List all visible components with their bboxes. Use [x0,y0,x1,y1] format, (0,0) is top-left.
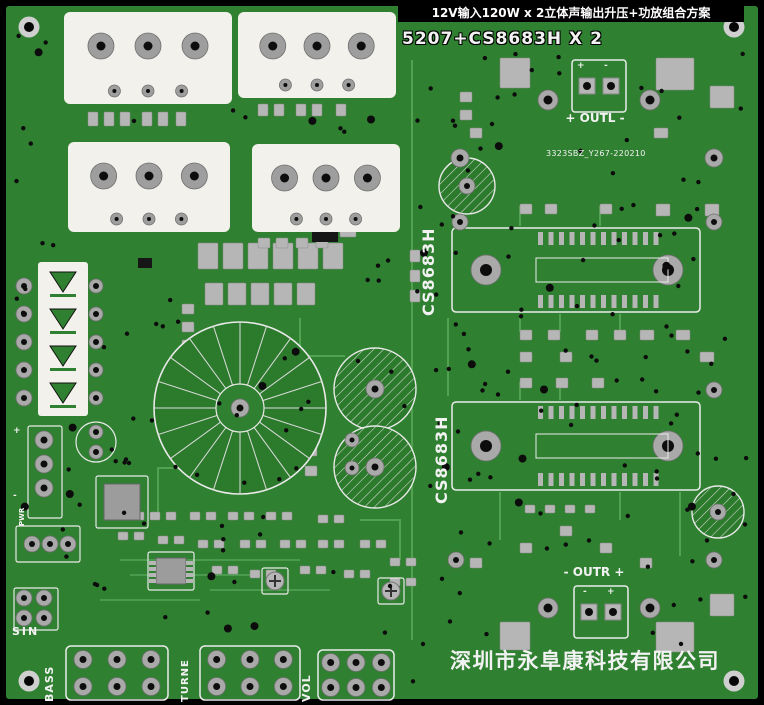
outl-terminal [571,59,627,113]
board-serial-number: 3323SBZ_Y267-220210 [546,149,646,158]
silkscreen-outlines [13,425,405,631]
ic2-label: CS8683H [432,415,451,504]
relay-connector-blocks [64,12,400,232]
outr-minus-mark: - [583,587,587,597]
outr-terminal [573,585,629,639]
sin-label: SIN [12,625,40,638]
outr-connector-label: - OUTR + [563,565,625,579]
mounting-holes [18,16,745,692]
board-title-silkscreen: 12V输入120W x 2立体声输出升压+功放组合方案 [398,5,744,23]
turne-connector-label: TURNE [180,659,191,702]
smd-pads [87,57,735,653]
through-hole-pads [15,89,727,627]
pwr-plus-mark: + [13,426,21,436]
outl-connector-label: + OUTL - [565,111,625,125]
outr-plus-mark: + [607,587,615,597]
board-model-silkscreen: 5207+CS8683H X 2 [402,29,603,49]
outl-plus-mark: + [577,61,585,71]
vol-connector-label: VOL [300,674,313,702]
outl-minus-mark: - [604,61,608,71]
diode-array [38,262,88,416]
company-name-silkscreen: 深圳市永阜康科技有限公司 [450,649,720,673]
pwr-minus-mark: - [13,491,17,501]
vias [14,33,749,684]
pwr-label: PWR [18,507,26,526]
bottom-pin-headers [65,645,395,701]
ic1-label: CS8683H [419,227,438,316]
bass-connector-label: BASS [43,665,56,702]
